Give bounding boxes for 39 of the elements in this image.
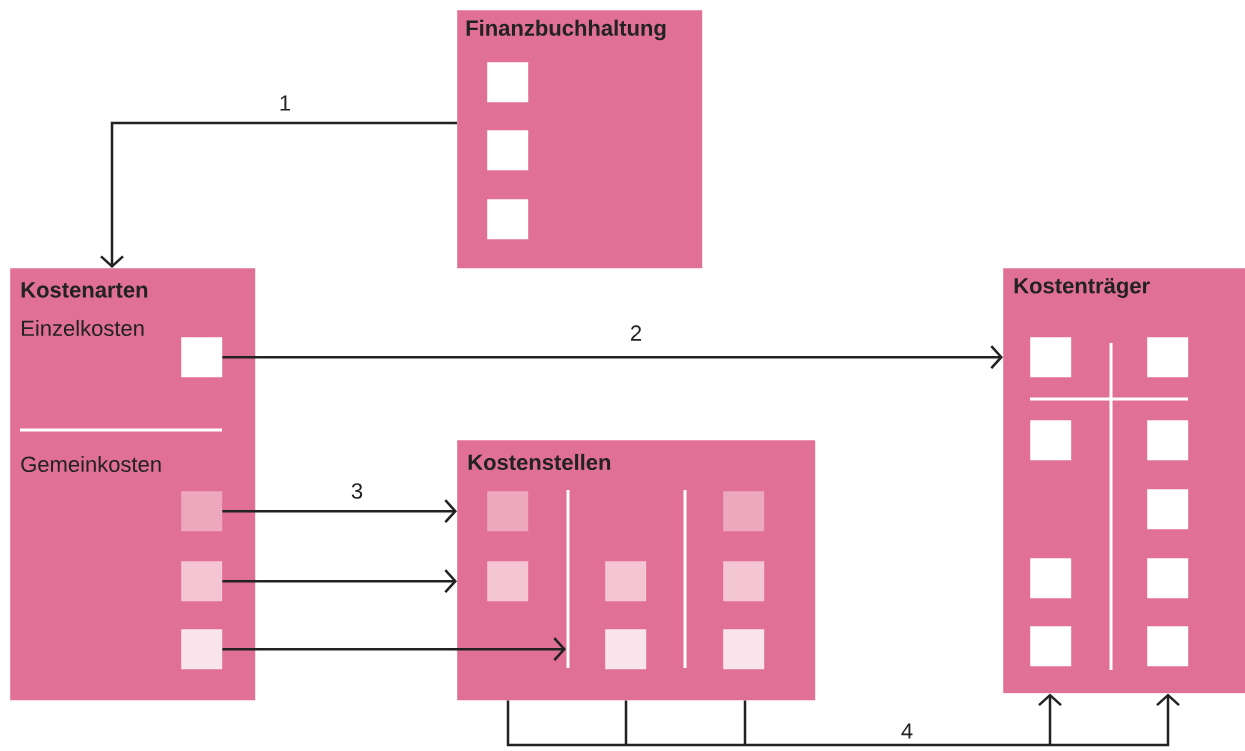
square [181,629,223,670]
square [1030,558,1072,599]
square [605,629,647,670]
square [1147,420,1189,461]
square [1147,626,1189,667]
panel-heading: Kostenträger [1014,278,1150,298]
arrow [222,637,566,662]
square [605,561,647,602]
square [723,491,765,532]
section-label: Einzelkosten [22,319,144,337]
square [723,629,765,670]
square [1147,337,1189,378]
square [487,130,529,171]
arrow [222,499,457,524]
square [1030,337,1072,378]
square [1030,420,1072,461]
panel-heading: Kostenarten [21,282,148,298]
square [723,561,765,602]
edge-label: 4 [899,722,915,740]
square [181,337,223,378]
square [1030,626,1072,667]
edge-label: 2 [628,324,644,342]
arrow [222,569,457,594]
square [1147,558,1189,599]
square [1147,489,1189,530]
square [181,561,223,602]
square [487,561,529,602]
panel-heading: Finanzbuchhaltung [466,19,666,41]
square [487,62,529,103]
panel-heading: Kostenstellen [468,453,611,471]
edge-label: 1 [277,94,293,112]
section-label: Gemeinkosten [21,455,161,473]
arrow [506,693,1180,747]
arrow [100,121,457,268]
arrow [222,345,1003,370]
square [487,199,529,240]
square [181,491,223,532]
square [487,491,529,532]
edge-label: 3 [349,482,365,500]
